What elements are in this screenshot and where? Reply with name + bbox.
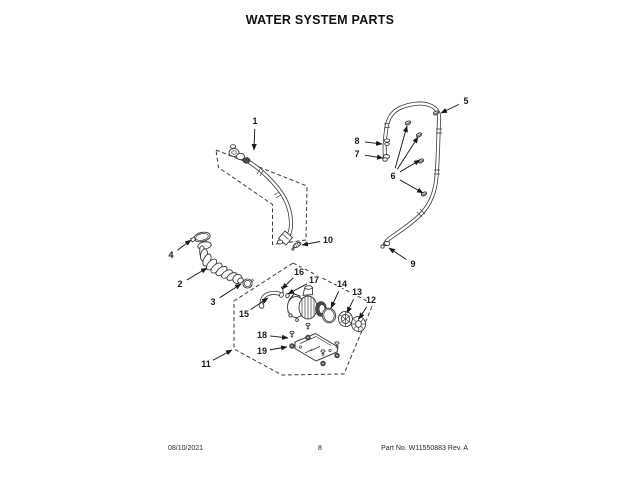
mounting-bracket <box>294 332 339 362</box>
callout-arrow-12 <box>358 306 368 320</box>
callout-arrow-11 <box>212 349 233 361</box>
callout-arrow-6 <box>399 159 421 173</box>
callout-arrow-3 <box>219 283 242 299</box>
o-ring-14 <box>321 307 337 324</box>
callout-arrow-6 <box>394 125 408 169</box>
callout-arrow-4 <box>177 239 192 251</box>
callout-1: 1 <box>252 116 257 126</box>
filter-13 <box>338 310 353 328</box>
callout-17: 17 <box>309 275 319 285</box>
inlet-hose <box>228 144 294 246</box>
page-title: WATER SYSTEM PARTS <box>245 13 395 27</box>
hose-clamp-10 <box>291 241 302 251</box>
callout-arrow-9 <box>388 247 407 260</box>
cap-12 <box>351 315 366 333</box>
footer-date: 08/10/2021 <box>168 445 204 452</box>
callout-18: 18 <box>257 330 267 340</box>
callout-arrow-17 <box>287 283 308 295</box>
callout-arrow-7 <box>364 154 384 160</box>
pump-dashed-box <box>233 262 374 376</box>
callout-arrow-18 <box>269 334 289 340</box>
callout-2: 2 <box>177 279 182 289</box>
pump-assembly <box>258 285 366 367</box>
callout-arrow-1 <box>251 128 257 151</box>
callout-arrow-2 <box>186 267 208 281</box>
fitting-9 <box>380 240 391 249</box>
callout-arrow-8 <box>364 140 383 146</box>
callout-arrow-6 <box>399 179 424 194</box>
callout-arrow-15 <box>250 297 269 310</box>
callout-arrow-14 <box>330 291 340 309</box>
callout-3: 3 <box>210 297 215 307</box>
coupler-8 <box>383 138 391 146</box>
callout-8: 8 <box>354 136 359 146</box>
callout-13: 13 <box>352 287 362 297</box>
callout-15: 15 <box>239 309 249 319</box>
bellows-hose <box>189 231 255 289</box>
footer-page-number: 8 <box>318 445 322 452</box>
callout-arrow-5 <box>440 104 459 114</box>
callout-5: 5 <box>463 96 468 106</box>
pump-elbow-15 <box>258 286 290 309</box>
callout-arrow-6 <box>396 136 419 170</box>
callout-4: 4 <box>168 250 173 260</box>
callout-12: 12 <box>366 295 376 305</box>
callout-19: 19 <box>257 346 267 356</box>
callout-6: 6 <box>390 171 395 181</box>
callout-arrow-19 <box>269 345 288 351</box>
callout-10: 10 <box>323 235 333 245</box>
callout-14: 14 <box>337 279 347 289</box>
page-footer: 08/10/2021 8 Part No. W11550883 Rev. A <box>0 445 640 457</box>
callout-16: 16 <box>294 267 304 277</box>
footer-part-number: Part No. W11550883 Rev. A <box>381 445 468 452</box>
callout-arrow-10 <box>301 241 321 247</box>
callout-9: 9 <box>410 259 415 269</box>
callout-7: 7 <box>354 149 359 159</box>
callout-11: 11 <box>201 359 211 369</box>
fitting-7 <box>382 154 390 162</box>
inlet-hose-dashed-box <box>215 149 308 246</box>
callout-arrow-16 <box>281 277 294 290</box>
callout-arrow-13 <box>346 299 354 314</box>
drain-hose <box>380 101 442 249</box>
